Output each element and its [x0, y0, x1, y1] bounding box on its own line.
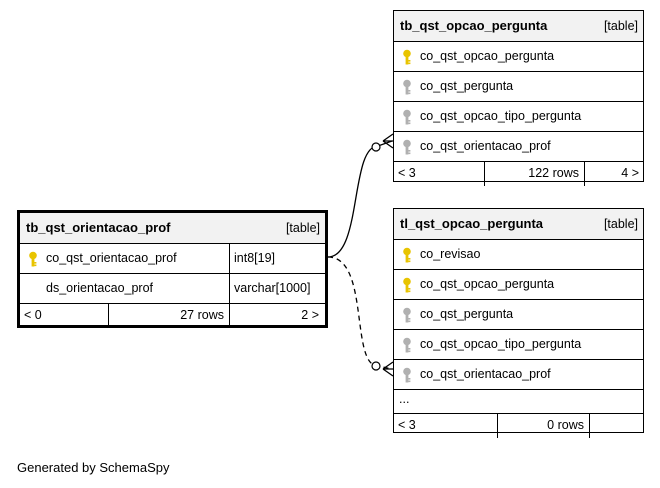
table-header: tl_qst_opcao_pergunta [table]: [394, 209, 643, 240]
column-row[interactable]: co_qst_opcao_pergunta: [394, 42, 643, 72]
more-columns-row: ...: [394, 390, 643, 414]
table-name[interactable]: tb_qst_opcao_pergunta: [400, 18, 548, 33]
table-tb-qst-opcao-pergunta[interactable]: tb_qst_opcao_pergunta [table] co_qst_opc…: [393, 10, 644, 186]
primary-key-icon: [28, 251, 38, 267]
parents-link[interactable]: < 3: [398, 418, 416, 432]
column-row[interactable]: co_qst_opcao_pergunta: [394, 270, 643, 300]
table-tb-qst-orientacao-prof[interactable]: tb_qst_orientacao_prof [table] co_qst_or…: [17, 210, 328, 328]
column-name: co_qst_pergunta: [420, 307, 514, 321]
fk-zero-marker-opcao-pergunta: [371, 142, 381, 152]
column-row[interactable]: co_qst_pergunta: [394, 72, 643, 102]
column-row[interactable]: co_qst_orientacao_prof: [394, 132, 643, 162]
column-name: ds_orientacao_prof: [46, 281, 154, 295]
foreign-key-icon: [402, 337, 412, 353]
table-name[interactable]: tl_qst_opcao_pergunta: [400, 216, 544, 231]
parents-link[interactable]: < 0: [24, 308, 42, 322]
column-row[interactable]: co_qst_orientacao_prof int8[19]: [20, 244, 325, 274]
table-tl-qst-opcao-pergunta[interactable]: tl_qst_opcao_pergunta [table] co_revisao…: [393, 208, 644, 438]
table-name[interactable]: tb_qst_orientacao_prof: [26, 220, 171, 235]
column-row[interactable]: co_revisao: [394, 240, 643, 270]
column-name: co_qst_opcao_pergunta: [420, 277, 555, 291]
parents-link[interactable]: < 3: [398, 166, 416, 180]
column-row[interactable]: co_qst_opcao_tipo_pergunta: [394, 330, 643, 360]
column-name: co_qst_opcao_tipo_pergunta: [420, 337, 582, 351]
fk-zero-marker-tl-opcao-pergunta: [371, 361, 381, 371]
column-name: co_qst_orientacao_prof: [46, 251, 177, 265]
primary-key-icon: [402, 247, 412, 263]
column-name: co_qst_opcao_pergunta: [420, 49, 555, 63]
table-header: tb_qst_orientacao_prof [table]: [20, 213, 325, 244]
table-kind: [table]: [603, 19, 638, 33]
column-row[interactable]: co_qst_pergunta: [394, 300, 643, 330]
table-header: tb_qst_opcao_pergunta [table]: [394, 11, 643, 42]
column-name: co_revisao: [420, 247, 481, 261]
table-kind: [table]: [603, 217, 638, 231]
foreign-key-icon: [402, 367, 412, 383]
fk-connector-tl-opcao-pergunta: [327, 256, 393, 370]
fk-connector-opcao-pergunta: [327, 140, 393, 258]
table-kind: [table]: [285, 221, 320, 235]
fk-crowfoot-opcao-pergunta: [382, 133, 394, 149]
table-footer: < 3 0 rows: [394, 414, 643, 438]
column-type: int8[19]: [229, 244, 325, 273]
foreign-key-icon: [402, 307, 412, 323]
column-name: co_qst_orientacao_prof: [420, 367, 551, 381]
primary-key-icon: [402, 277, 412, 293]
column-row[interactable]: ds_orientacao_prof varchar[1000]: [20, 274, 325, 304]
column-row[interactable]: co_qst_opcao_tipo_pergunta: [394, 102, 643, 132]
foreign-key-icon: [402, 109, 412, 125]
row-count: 122 rows: [484, 162, 584, 186]
foreign-key-icon: [402, 79, 412, 95]
column-name: co_qst_opcao_tipo_pergunta: [420, 109, 582, 123]
row-count: 27 rows: [108, 304, 229, 328]
table-footer: < 3 122 rows 4 >: [394, 162, 643, 186]
children-link[interactable]: 2 >: [229, 304, 325, 328]
column-name: co_qst_orientacao_prof: [420, 139, 551, 153]
more-columns-ellipsis: ...: [399, 392, 410, 406]
column-type: varchar[1000]: [229, 274, 325, 303]
column-row[interactable]: co_qst_orientacao_prof: [394, 360, 643, 390]
column-name: co_qst_pergunta: [420, 79, 514, 93]
row-count: 0 rows: [497, 414, 589, 438]
children-link[interactable]: [589, 414, 643, 438]
fk-crowfoot-tl-opcao-pergunta: [382, 361, 394, 377]
children-link[interactable]: 4 >: [584, 162, 643, 186]
generated-by-footer: Generated by SchemaSpy: [17, 460, 170, 475]
primary-key-icon: [402, 49, 412, 65]
table-footer: < 0 27 rows 2 >: [20, 304, 325, 328]
foreign-key-icon: [402, 139, 412, 155]
